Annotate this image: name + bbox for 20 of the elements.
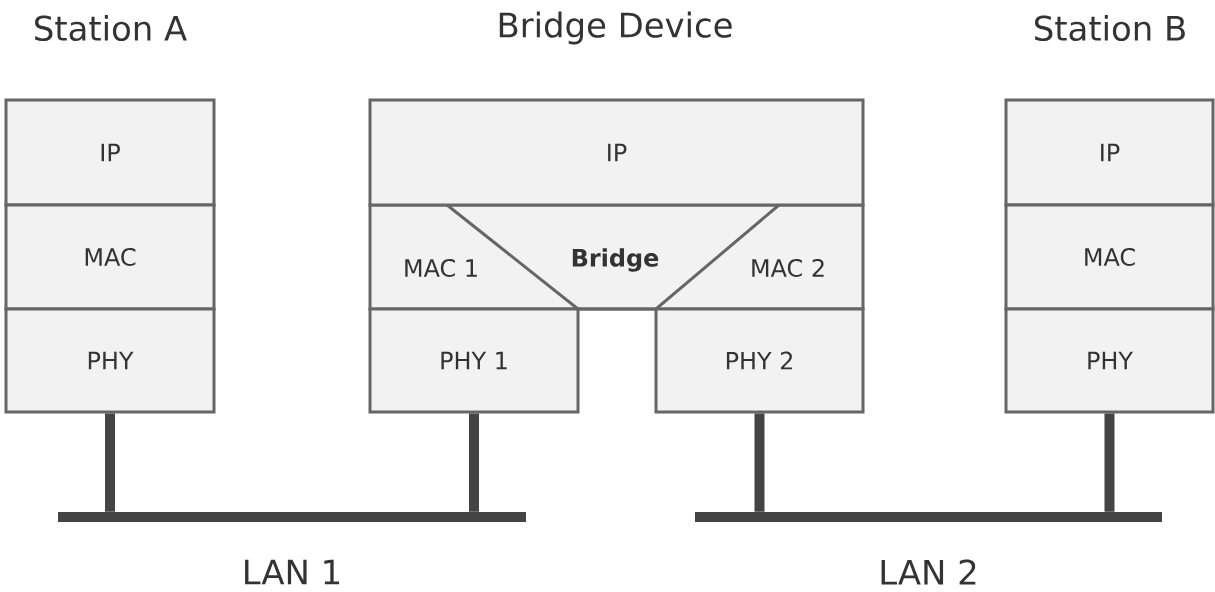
network-label: LAN 1 <box>245 559 340 585</box>
layer-box: MAC <box>4 203 216 311</box>
layer-box: IP <box>4 98 216 207</box>
layer-box: PHY <box>4 307 216 414</box>
layer-box: MAC <box>1004 203 1215 311</box>
layer-box: PHY <box>1004 307 1215 414</box>
layer-box: IP <box>368 98 865 207</box>
connector-line <box>105 413 115 512</box>
stack-title: Station B <box>1035 14 1185 42</box>
layer-box: PHY 1 <box>368 307 580 414</box>
connector-line <box>469 413 479 512</box>
layer-box: IP <box>1004 98 1215 207</box>
network-label: LAN 2 <box>881 559 976 585</box>
stack-title: Bridge Device <box>499 11 732 45</box>
connector-line <box>754 413 765 512</box>
layer-box: PHY 2 <box>654 307 865 414</box>
connector-line <box>1104 413 1115 512</box>
stack-title: Station A <box>35 14 187 42</box>
layer-label: MAC 2 <box>752 258 824 278</box>
layer-label: MAC 1 <box>405 258 477 278</box>
